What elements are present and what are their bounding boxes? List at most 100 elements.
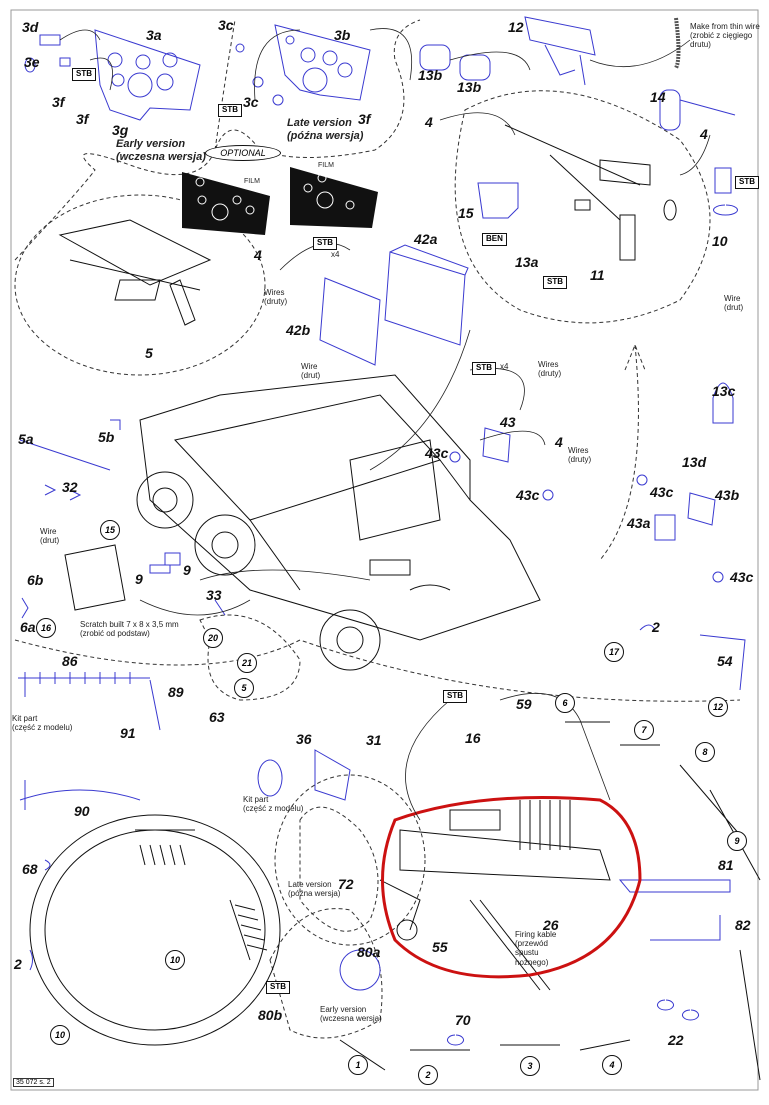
film-label: FILM xyxy=(318,162,334,169)
part-number-label: 55 xyxy=(432,939,448,955)
part-number-label: 3f xyxy=(52,94,65,110)
part-number-label: 9 xyxy=(183,562,191,578)
part-number-label: 13a xyxy=(515,254,539,270)
part-number-label: 5 xyxy=(145,345,153,361)
part-number-label: 3c xyxy=(243,94,259,110)
annotation-note: Late version (późna wersja) xyxy=(288,880,341,899)
part-number-label: 80a xyxy=(357,944,381,960)
ammo-rack-parts xyxy=(18,672,731,1046)
step-number-circle: 21 xyxy=(237,653,257,673)
step-number-circle: 4 xyxy=(602,1055,622,1075)
material-tag: STB xyxy=(735,176,759,189)
part-number-label: 81 xyxy=(718,857,734,873)
annotation-note: Kit part (część z modelu) xyxy=(12,714,73,733)
part-number-label: 43c xyxy=(516,487,540,503)
highlight-ring xyxy=(381,796,642,979)
material-tag: STB xyxy=(543,276,567,289)
part-number-label: 3g xyxy=(112,122,129,138)
vehicle-hull xyxy=(136,374,541,671)
part-number-label: 2 xyxy=(14,956,22,972)
part-number-label: 36 xyxy=(296,731,312,747)
part-number-label: 10 xyxy=(712,233,728,249)
step-number-circle: 20 xyxy=(203,628,223,648)
annotation-note: Wires (druty) xyxy=(538,360,562,379)
part-number-label: 2 xyxy=(652,619,660,635)
part-number-label: 22 xyxy=(668,1032,684,1048)
part-number-label: 33 xyxy=(206,587,222,603)
film-label: FILM xyxy=(244,178,260,185)
material-tag: STB xyxy=(218,104,242,117)
annotation-note: Wire (drut) xyxy=(724,294,744,313)
rail-strips xyxy=(339,721,761,1081)
part-number-label: 9 xyxy=(135,571,143,587)
part-number-label: 43a xyxy=(627,515,651,531)
annotation-note: Early version (wczesna wersja) xyxy=(116,138,206,163)
step-number-circle: 16 xyxy=(36,618,56,638)
part-number-label: 43b xyxy=(715,487,740,503)
part-number-label: 68 xyxy=(22,861,38,877)
turret-ring xyxy=(29,814,281,1046)
pedal-assembly-main xyxy=(504,124,677,261)
annotation-note: Early version (wczesna wersja) xyxy=(320,1005,382,1024)
part-number-label: 42b xyxy=(286,322,311,338)
part-number-label: 3c xyxy=(218,17,234,33)
step-number-circle: 5 xyxy=(234,678,254,698)
part-number-label: 5b xyxy=(98,429,115,445)
part-number-label: 3f xyxy=(76,111,89,127)
film-decal-panels xyxy=(182,167,378,235)
step-number-circle: 1 xyxy=(348,1055,368,1075)
part-number-label: 89 xyxy=(168,684,184,700)
part-number-label: 13b xyxy=(457,79,482,95)
annotation-note: Scratch built 7 x 8 x 3,5 mm (zrobić od … xyxy=(80,620,179,639)
part-number-label: 70 xyxy=(455,1012,471,1028)
part-number-label: 3e xyxy=(24,54,40,70)
step-number-circle: 2 xyxy=(418,1065,438,1085)
material-tag: STB xyxy=(472,362,496,375)
part-number-label: 63 xyxy=(209,709,225,725)
part-number-label: 43c xyxy=(650,484,674,500)
annotation-note: Make from thin wire (zrobić z cięgiego d… xyxy=(690,22,760,50)
part-number-label: 80b xyxy=(258,1007,283,1023)
part-number-label: 91 xyxy=(120,725,136,741)
part-number-label: 59 xyxy=(516,696,532,712)
step-number-circle: 9 xyxy=(727,831,747,851)
part-number-label: 86 xyxy=(62,653,78,669)
part-number-label: 4 xyxy=(555,434,563,450)
part-number-label: 4 xyxy=(254,247,262,263)
annotation-note: Kit part (część z modelu) xyxy=(243,795,304,814)
part-number-label: 43c xyxy=(730,569,754,585)
part-number-label: 72 xyxy=(338,876,354,892)
annotation-note: Firing kable (przewód spustu nożnego) xyxy=(515,930,557,967)
page-frame xyxy=(10,9,759,1091)
step-number-circle: 6 xyxy=(555,693,575,713)
detail-bubble-outlines xyxy=(14,19,741,1039)
film-gauges xyxy=(195,173,355,221)
part-number-label: 5a xyxy=(18,431,34,447)
part-number-label: 54 xyxy=(717,653,733,669)
optional-label: OPTIONAL xyxy=(205,145,281,161)
step-number-circle: 7 xyxy=(634,720,654,740)
pedal-assembly-detail xyxy=(58,219,212,326)
part-number-label: 14 xyxy=(650,89,666,105)
junction-boxes-43 xyxy=(449,382,734,583)
part-number-label: 13b xyxy=(418,67,443,83)
annotation-note: Wire (drut) xyxy=(301,362,321,381)
step-number-circle: 3 xyxy=(520,1056,540,1076)
step-number-circle: 17 xyxy=(604,642,624,662)
part-number-label: 3b xyxy=(334,27,351,43)
part-number-label: 3d xyxy=(22,19,39,35)
part-number-label: 16 xyxy=(465,730,481,746)
part-number-label: 15 xyxy=(458,205,474,221)
radio-box-42 xyxy=(319,244,469,366)
part-number-label: 90 xyxy=(74,803,90,819)
part-number-label: 3f xyxy=(358,111,371,127)
part-number-label: 13d xyxy=(682,454,707,470)
dashboard-panel-late xyxy=(235,24,371,106)
part-number-label: 26 xyxy=(543,917,559,933)
material-tag: STB xyxy=(266,981,290,994)
part-number-label: 6a xyxy=(20,619,36,635)
step-number-circle: 8 xyxy=(695,742,715,762)
part-number-label: 11 xyxy=(590,267,605,283)
